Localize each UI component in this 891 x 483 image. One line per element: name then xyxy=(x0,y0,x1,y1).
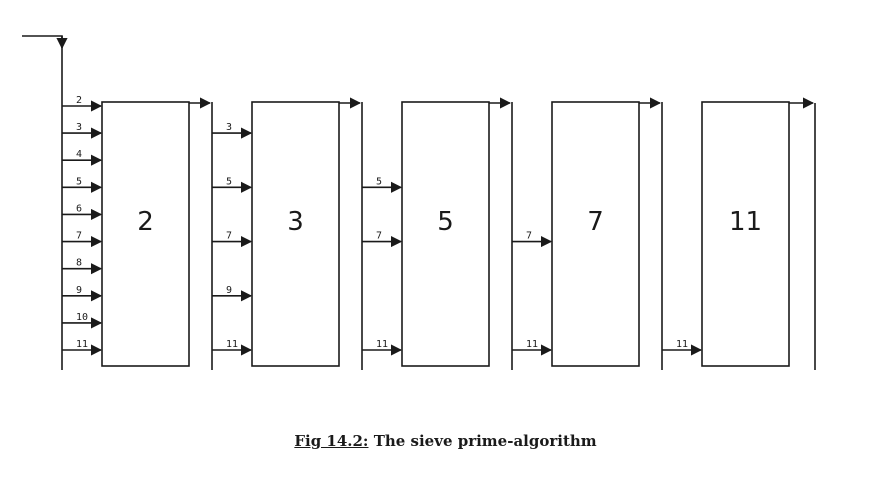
input-number-label: 9 xyxy=(226,285,232,296)
input-number-label: 5 xyxy=(226,176,232,187)
input-number-label: 11 xyxy=(226,339,238,350)
input-number-label: 10 xyxy=(76,312,88,323)
stage-prime-label: 2 xyxy=(137,207,154,237)
figure-number: Fig 14.2: xyxy=(294,432,369,450)
input-number-label: 2 xyxy=(76,95,82,106)
sieve-diagram: 2 2 3 4 5 6 7 8 9 10 11 3 3 5 7 9 11 5 5 7 11 7 7 11 11 11 xyxy=(22,35,816,370)
stage-prime-label: 11 xyxy=(729,207,762,237)
sieve-box xyxy=(101,101,190,367)
figure-title: The sieve prime-algorithm xyxy=(368,432,597,450)
stage-prime-label: 3 xyxy=(287,207,304,237)
input-number-label: 7 xyxy=(226,231,232,242)
input-number-label: 8 xyxy=(76,258,82,269)
input-number-label: 11 xyxy=(676,339,688,350)
sieve-box xyxy=(401,101,490,367)
input-number-label: 7 xyxy=(526,231,532,242)
input-number-label: 5 xyxy=(376,176,382,187)
input-number-label: 3 xyxy=(76,122,82,133)
input-number-label: 6 xyxy=(76,203,82,214)
input-number-label: 7 xyxy=(376,231,382,242)
input-number-label: 7 xyxy=(76,231,82,242)
sieve-box xyxy=(251,101,340,367)
sieve-box xyxy=(701,101,790,367)
sieve-box xyxy=(551,101,640,367)
input-number-label: 11 xyxy=(526,339,538,350)
input-number-label: 11 xyxy=(376,339,388,350)
input-number-label: 4 xyxy=(76,149,82,160)
stage-prime-label: 5 xyxy=(437,207,454,237)
input-number-label: 5 xyxy=(76,176,82,187)
figure-caption: Fig 14.2: The sieve prime-algorithm xyxy=(0,432,891,450)
entry-arrow xyxy=(22,35,68,50)
input-number-label: 3 xyxy=(226,122,232,133)
input-number-label: 11 xyxy=(76,339,88,350)
input-number-label: 9 xyxy=(76,285,82,296)
stage-prime-label: 7 xyxy=(587,207,604,237)
